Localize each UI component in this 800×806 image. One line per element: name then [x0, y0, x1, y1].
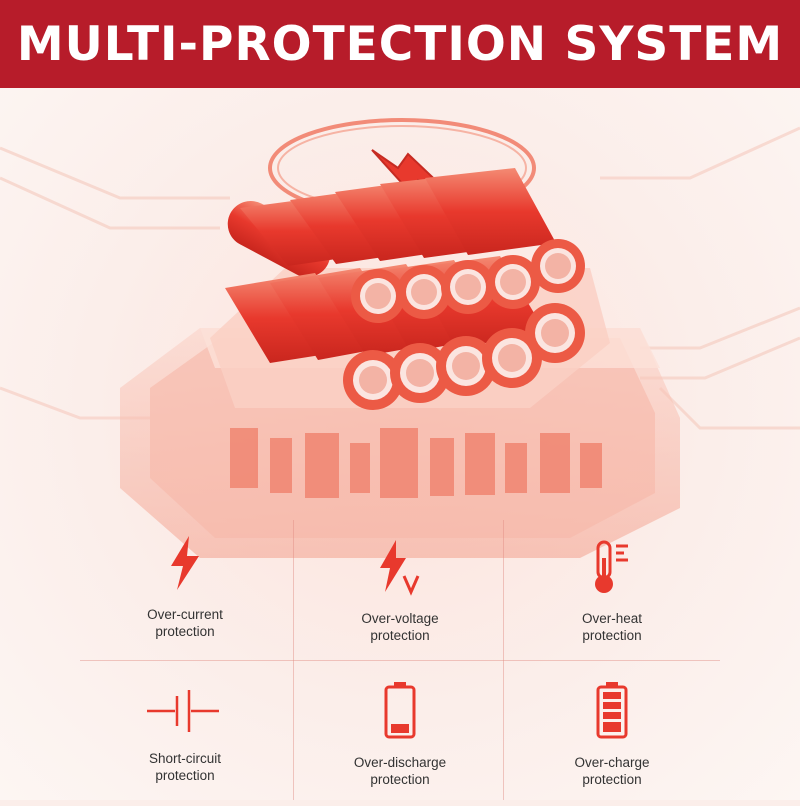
feature-label-line1: Over-charge	[574, 755, 650, 770]
thermometer-icon	[588, 532, 636, 596]
header-banner: MULTI-PROTECTION SYSTEM	[0, 0, 800, 88]
feature-label-line1: Over-heat	[581, 611, 643, 626]
feature-over-discharge: Over-discharge protection	[295, 676, 505, 806]
feature-label-line2: protection	[370, 772, 430, 787]
short-circuit-icon	[145, 672, 225, 736]
grid-divider-vertical-2	[503, 520, 504, 800]
battery-low-icon	[383, 676, 417, 740]
feature-label-line2: protection	[582, 628, 642, 643]
voltage-icon	[376, 532, 424, 596]
feature-label-line1: Over-voltage	[361, 611, 439, 626]
feature-over-charge: Over-charge protection	[507, 676, 717, 806]
lightning-icon	[165, 528, 205, 592]
battery-pack-illustration	[0, 88, 800, 800]
grid-divider-vertical-1	[293, 520, 294, 800]
battery-full-icon	[595, 676, 629, 740]
battery-cells	[225, 168, 585, 410]
feature-over-heat: Over-heat protection	[507, 532, 717, 662]
feature-label-line1: Short-circuit	[148, 751, 221, 766]
page-title: MULTI-PROTECTION SYSTEM	[16, 16, 784, 72]
feature-label-line2: protection	[370, 628, 430, 643]
battery-pack-graphic	[0, 118, 800, 558]
feature-label-line2: protection	[582, 772, 642, 787]
feature-label-line2: protection	[155, 768, 215, 783]
feature-over-voltage: Over-voltage protection	[295, 532, 505, 662]
grid-divider-horizontal	[80, 660, 720, 661]
feature-label-line1: Over-current	[147, 607, 223, 622]
feature-over-current: Over-current protection	[80, 528, 290, 658]
feature-label-line2: protection	[155, 624, 215, 639]
feature-label-line1: Over-discharge	[353, 755, 447, 770]
feature-short-circuit: Short-circuit protection	[80, 672, 290, 802]
